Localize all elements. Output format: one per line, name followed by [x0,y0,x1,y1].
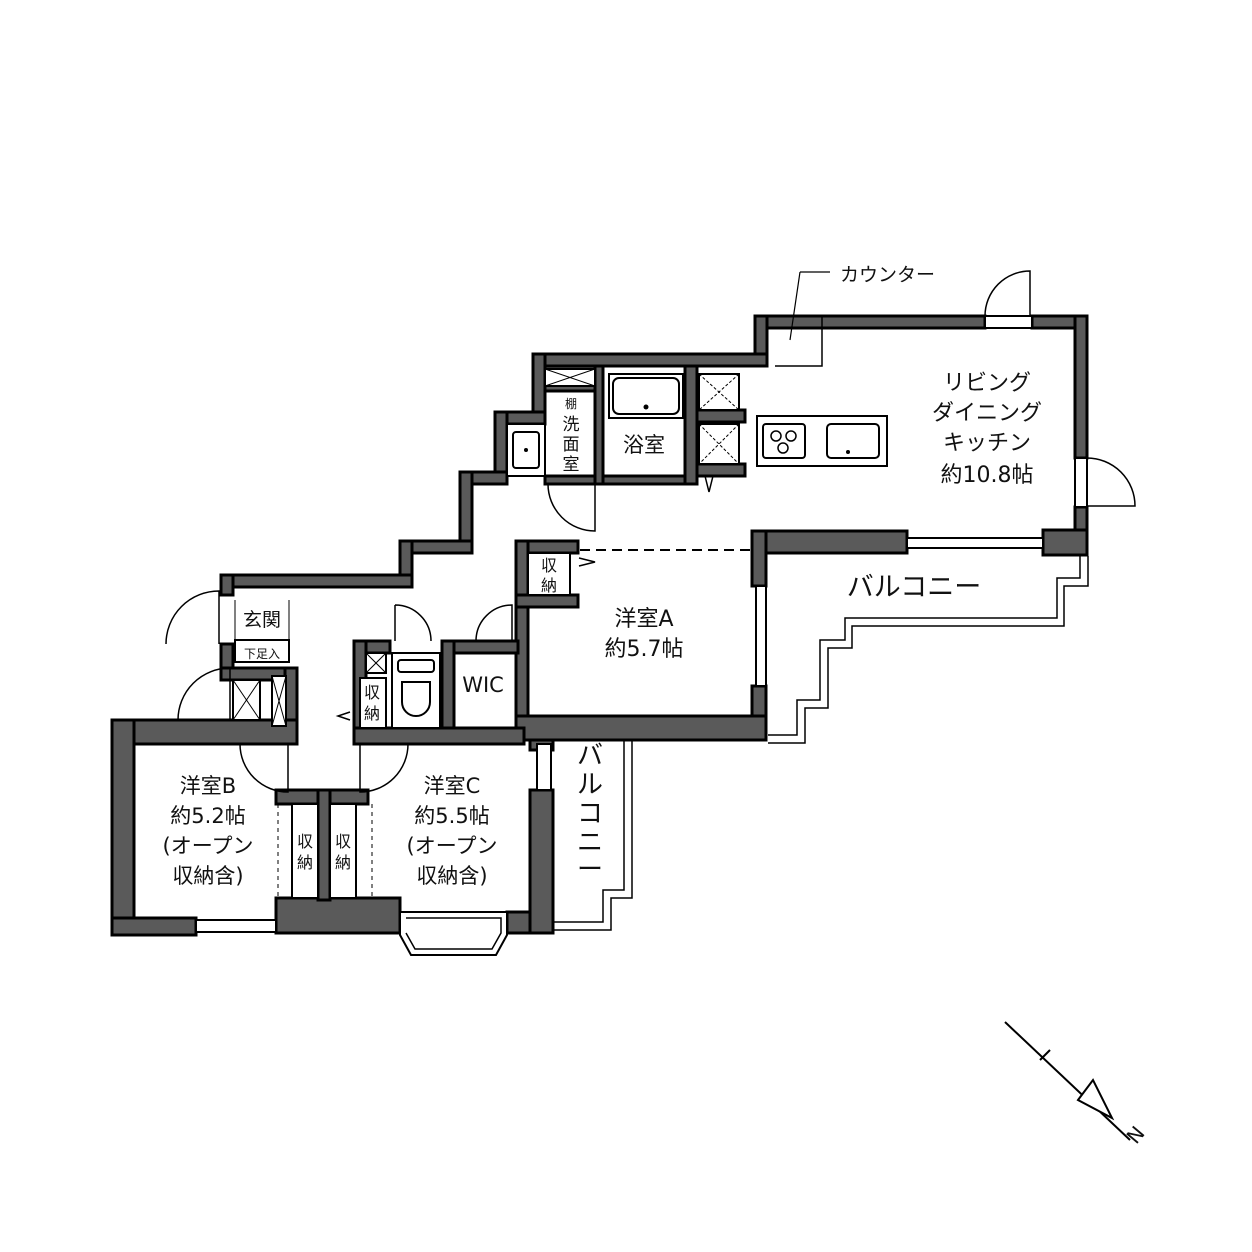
room-c-name: 洋室C [424,774,481,798]
counter-label: カウンター [840,264,935,286]
door-swings [165,270,1136,793]
bath-label: 浴室 [623,433,665,457]
windows [195,315,1088,956]
storage-c-bottom: 納 [335,853,351,872]
fixtures [232,271,888,899]
room-b-area: 約5.2帖 [170,804,245,828]
shelf-label: 棚 [565,396,577,411]
room-b-name: 洋室B [180,774,236,798]
room-a-area: 約5.7帖 [605,637,684,662]
storage-a-top: 収 [541,556,557,575]
room-c-note1: (オープン [407,834,498,858]
walls [110,314,1089,937]
storage-b-bottom: 納 [297,853,313,872]
storage-hall-bottom: 納 [364,704,380,723]
shoe-storage-label: 下足入 [244,647,280,661]
room-b-note2: 収納含) [172,864,243,888]
balcony-main-label: バルコニー [847,572,981,603]
washroom-c3: 室 [563,455,580,475]
entrance-label: 玄関 [243,609,281,631]
washroom-c1: 洗 [563,415,580,435]
compass-n-label: N [1122,1121,1150,1148]
wic-label: WIC [462,673,504,697]
ldk-label-2: ダイニング [932,401,1042,426]
storage-c-top: 収 [335,832,351,851]
ldk-label-1: リビング [943,371,1031,396]
room-c-note2: 収納含) [416,864,487,888]
storage-a-bottom: 納 [541,576,557,595]
balcony-side-c3: コ [577,799,603,829]
ldk-label-3: キッチン [943,431,1031,456]
balcony-side-c5: ー [577,855,603,885]
storage-b-top: 収 [297,832,313,851]
room-a-name: 洋室A [614,607,673,632]
balcony-side-c2: ル [577,770,603,800]
storage-hall-top: 収 [364,683,380,702]
room-c-area: 約5.5帖 [414,804,489,828]
labels: リビング ダイニング キッチン 約10.8帖 洋室A 約5.7帖 洋室B 約5.… [163,264,1150,1148]
balcony-outline [553,556,1089,931]
balcony-side-c1: バ [577,741,603,771]
north-arrow-icon [1004,1021,1131,1141]
room-b-note1: (オープン [163,834,254,858]
balcony-side-c4: ニ [577,828,603,858]
ldk-area: 約10.8帖 [941,463,1034,488]
washroom-c2: 面 [563,435,580,455]
